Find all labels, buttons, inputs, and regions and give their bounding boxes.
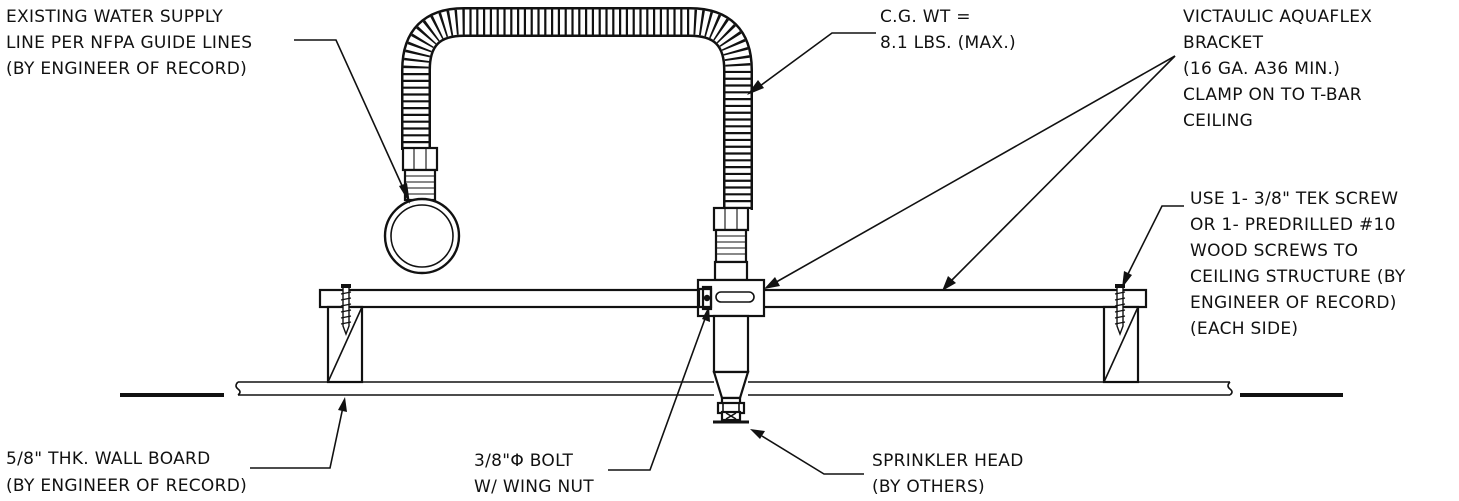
water-supply-pipe [383,197,461,275]
wall-board [235,381,1233,396]
right-tek-screw [1114,284,1126,336]
left-tek-screw [340,284,352,336]
sprinkler-leader [750,429,864,475]
sprinkler-drop [712,314,750,406]
screw-leader [1122,205,1184,288]
flexible-hose [401,7,753,210]
left-hose-fitting [401,146,439,202]
sprinkler-head [713,401,749,424]
water-supply-label: EXISTING WATER SUPPLY LINE PER NFPA GUID… [6,7,258,79]
screw-label: USE 1- 3/8" TEK SCREW OR 1- PREDRILLED #… [1190,189,1411,339]
wall-board-leader [250,397,347,469]
bolt-label: 3/8"Φ BOLT W/ WING NUT [474,451,594,497]
sprinkler-label: SPRINKLER HEAD (BY OTHERS) [872,451,1029,497]
bolt-leader [608,306,710,471]
cg-weight-leader [747,32,876,95]
wall-board-label: 5/8" THK. WALL BOARD (BY ENGINEER OF REC… [6,449,247,496]
bracket-label: VICTAULIC AQUAFLEX BRACKET (16 GA. A36 M… [1183,7,1378,131]
bracket-leader [764,55,1176,291]
water-supply-leader [294,39,410,204]
wing-nut-bolt [697,285,713,311]
cg-weight-label: C.G. WT = 8.1 LBS. (MAX.) [880,7,1016,53]
right-hose-fitting [712,206,750,282]
